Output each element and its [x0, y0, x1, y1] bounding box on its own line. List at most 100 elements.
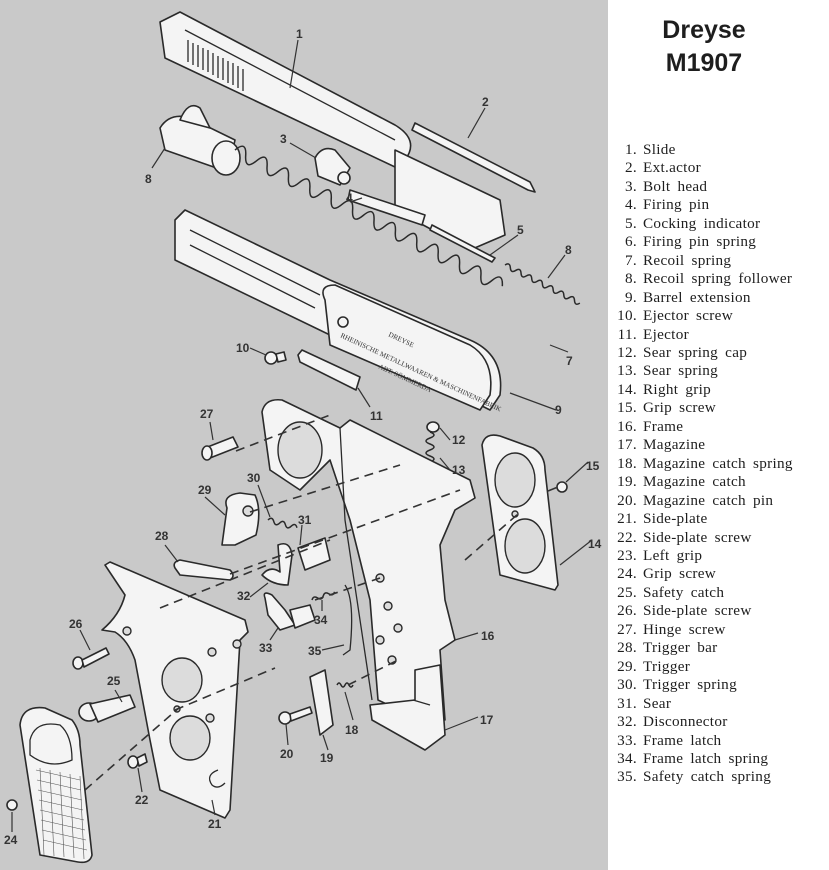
exploded-view-diagram: DREYSE RHEINISCHE METALLWAAREN & MASCHIN… [0, 0, 608, 870]
part-side-plate-screw-22 [127, 753, 148, 769]
parts-list-item: 14. Right grip [611, 381, 793, 399]
part-grip-screw-right [556, 481, 568, 493]
callout-26: 26 [69, 617, 83, 631]
part-number: 3. [625, 177, 637, 195]
part-name: Hinge screw [643, 620, 726, 638]
grip-checkering [35, 767, 88, 860]
part-name: Disconnector [643, 713, 728, 731]
part-name: Bolt head [643, 177, 708, 195]
title-line-2: M1907 [665, 49, 743, 77]
parts-list-item: 23.Left grip [611, 547, 793, 565]
parts-list-item: 8.Recoil spring follower [611, 270, 793, 288]
callout-32: 32 [237, 589, 251, 603]
part-slide [159, 11, 506, 251]
parts-list-item: 9.Barrel extension [611, 289, 793, 307]
callout-30: 30 [247, 471, 261, 485]
parts-list-item: 24.Grip screw [611, 565, 793, 583]
parts-list-item: 12. Sear spring cap [611, 344, 793, 362]
parts-list-item: 34.Frame latch spring [611, 750, 793, 768]
part-left-grip [19, 706, 93, 864]
part-number: 19. [617, 473, 637, 491]
part-number: 8. [625, 270, 637, 288]
part-safety-catch [78, 694, 136, 723]
parts-list-item: 2.Ext.actor [611, 159, 793, 177]
callout-27: 27 [200, 407, 214, 421]
part-number: 20. [617, 491, 637, 509]
part-grip-screw-left [6, 799, 18, 811]
part-number: 11. [617, 325, 637, 343]
parts-list-item: 33. Frame latch [611, 732, 793, 750]
callout-2: 2 [482, 95, 489, 109]
part-name: Magazine catch [643, 473, 746, 491]
callout-24: 24 [4, 833, 18, 847]
part-number: 28. [617, 639, 637, 657]
parts-list-item: 15.Grip screw [611, 399, 793, 417]
part-frame-latch-spring [311, 591, 336, 601]
callout-21: 21 [208, 817, 222, 831]
part-number: 21. [617, 510, 637, 528]
part-bolt-head [314, 147, 351, 186]
part-firing-pin-spring [504, 263, 581, 305]
part-name: Slide [643, 141, 676, 158]
part-right-grip [481, 434, 559, 591]
part-number: 16. [617, 417, 637, 435]
callout-16: 16 [481, 629, 495, 643]
parts-list-item: 32. Disconnector [611, 713, 793, 731]
part-number: 14. [617, 380, 637, 398]
parts-list-item: 27.Hinge screw [611, 621, 793, 639]
part-name: Trigger spring [643, 676, 737, 694]
part-name: Frame [643, 417, 684, 435]
parts-list-item: 26.Side-plate screw [611, 602, 793, 620]
part-frame-latch [263, 592, 316, 631]
part-recoil-spring-follower [159, 104, 241, 176]
callout-3: 3 [280, 132, 287, 146]
part-name: Magazine catch pin [643, 491, 774, 509]
callout-14: 14 [588, 537, 602, 551]
part-name: Sear spring cap [643, 343, 748, 361]
parts-list-item: 28. Trigger bar [611, 639, 793, 657]
part-number: 32. [617, 713, 637, 731]
part-name: Right grip [643, 380, 712, 398]
part-name: Sear [643, 694, 672, 712]
part-number: 4. [625, 196, 637, 214]
part-name: Magazine [643, 436, 706, 454]
part-extractor [411, 122, 536, 193]
part-number: 33. [617, 731, 637, 749]
parts-list-item: 13.Sear spring [611, 362, 793, 380]
title-line-1: Dreyse [662, 16, 746, 44]
part-recoil-spring [234, 145, 504, 287]
part-magazine-catch-spring [336, 682, 354, 688]
part-cocking-indicator [429, 224, 496, 263]
parts-list-item: 31. Sear [611, 695, 793, 713]
part-number: 6. [625, 233, 637, 251]
part-name: Grip screw [643, 565, 717, 583]
part-number: 12. [617, 343, 637, 361]
part-safety-catch-spring [342, 584, 353, 656]
part-name: Firing pin [643, 196, 710, 214]
part-side-plate [101, 561, 249, 819]
callout-28: 28 [155, 529, 169, 543]
part-number: 10. [617, 307, 637, 325]
part-name: Frame latch [643, 731, 722, 749]
part-number: 34. [617, 749, 637, 767]
part-number: 31. [617, 694, 637, 712]
part-number: 30. [617, 676, 637, 694]
callout-22: 22 [135, 793, 149, 807]
parts-list-item: 19. Magazine catch [611, 473, 793, 491]
part-ejector-screw [264, 351, 287, 365]
part-number: 22. [617, 528, 637, 546]
parts-list-item: 30. Trigger spring [611, 676, 793, 694]
parts-list-item: 20. Magazine catch pin [611, 492, 793, 510]
part-name: Firing pin spring [643, 233, 757, 251]
parts-list-item: 35.Safety catch spring [611, 768, 793, 786]
part-trigger-bar [173, 559, 234, 581]
parts-list-item: 3. Bolt head [611, 178, 793, 196]
part-number: 1. [625, 141, 637, 158]
part-name: Ejector [643, 325, 689, 343]
callout-13: 13 [452, 463, 466, 477]
parts-list-item: 18.Magazine catch spring [611, 455, 793, 473]
part-name: Left grip [643, 546, 703, 564]
part-name: Trigger bar [643, 639, 718, 657]
